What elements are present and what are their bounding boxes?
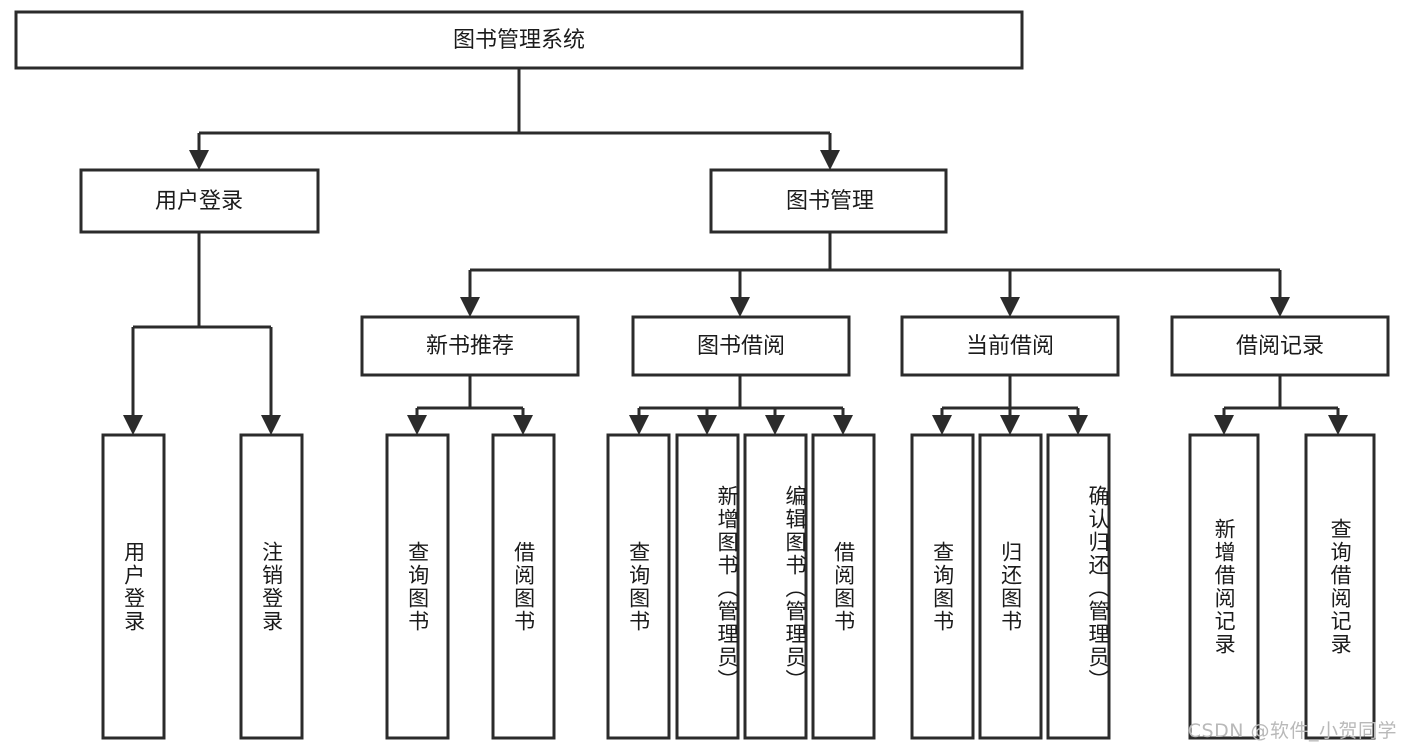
node-borrow-record-label: 借阅记录 [1236, 334, 1324, 359]
node-current-borrow[interactable]: 当前借阅 [900, 315, 1120, 377]
leaf-box-user-login-login[interactable] [101, 433, 166, 740]
node-book-borrow-label: 图书借阅 [697, 334, 785, 359]
node-root-label: 图书管理系统 [453, 28, 585, 53]
node-root[interactable]: 图书管理系统 [14, 10, 1024, 70]
connector-currentborrow-to-leaves [932, 375, 1088, 435]
connector-bookmgmt-to-level3 [460, 232, 1290, 317]
leaf-box-borrowrecord-query[interactable] [1304, 433, 1376, 740]
node-book-management-box[interactable] [709, 168, 948, 234]
node-book-management-label: 图书管理 [786, 189, 874, 214]
leaf-box-bookborrow-borrow[interactable] [811, 433, 876, 740]
node-current-borrow-box[interactable] [900, 315, 1120, 377]
leaf-box-currentborrow-query[interactable] [910, 433, 975, 740]
watermark: CSDN @软件_小贺同学 [1187, 720, 1397, 742]
leaf-box-currentborrow-confirm[interactable] [1046, 433, 1111, 740]
node-book-borrow[interactable]: 图书借阅 [631, 315, 851, 377]
node-new-book-recommend-label: 新书推荐 [426, 334, 514, 359]
connector-userlogin-to-leaves [123, 232, 281, 435]
node-user-login-box[interactable] [79, 168, 320, 234]
node-root-box[interactable] [14, 10, 1024, 70]
leaf-box-newbook-borrow[interactable] [491, 433, 556, 740]
leaf-box-bookborrow-query[interactable] [606, 433, 671, 740]
node-borrow-record-box[interactable] [1170, 315, 1390, 377]
node-new-book-recommend-box[interactable] [360, 315, 580, 377]
node-new-book-recommend[interactable]: 新书推荐 [360, 315, 580, 377]
leaf-box-currentborrow-return[interactable] [978, 433, 1043, 740]
leaf-box-borrowrecord-add[interactable] [1188, 433, 1260, 740]
node-borrow-record[interactable]: 借阅记录 [1170, 315, 1390, 377]
node-user-login-label: 用户登录 [155, 189, 243, 214]
connector-borrowrecord-to-leaves [1214, 375, 1348, 435]
node-user-login[interactable]: 用户登录 [79, 168, 320, 234]
connector-bookborrow-to-leaves [629, 375, 853, 435]
leaf-box-newbook-query[interactable] [385, 433, 450, 740]
leaf-box-bookborrow-edit[interactable] [743, 433, 808, 740]
connector-newbook-to-leaves [407, 375, 533, 435]
leaf-box-bookborrow-add[interactable] [675, 433, 740, 740]
node-book-borrow-box[interactable] [631, 315, 851, 377]
leaf-box-user-login-logout[interactable] [239, 433, 304, 740]
node-book-management[interactable]: 图书管理 [709, 168, 948, 234]
node-current-borrow-label: 当前借阅 [966, 334, 1054, 359]
connector-root-to-level2 [189, 68, 840, 170]
